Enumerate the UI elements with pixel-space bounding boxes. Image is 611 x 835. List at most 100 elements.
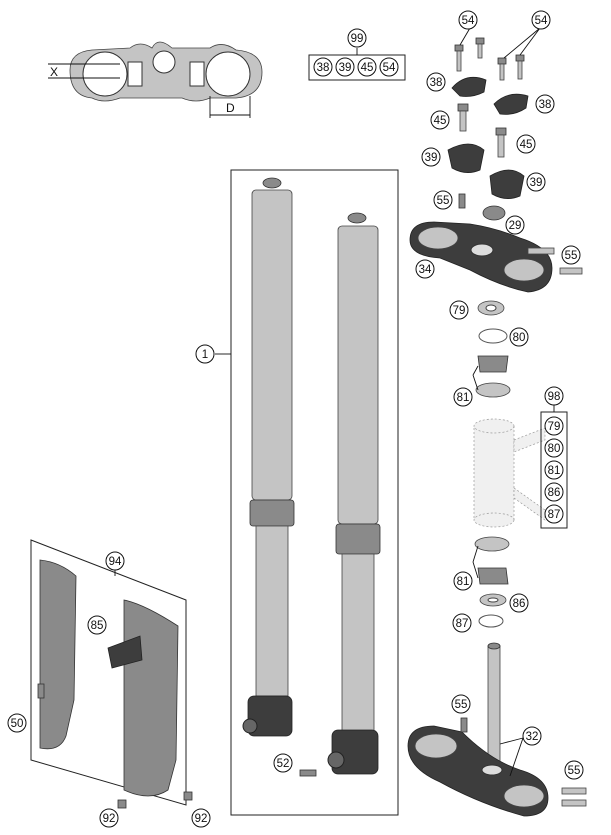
callout-94: 94 [105, 551, 125, 571]
frame-head-tube-ghost [473, 418, 546, 528]
bearing-81-lower [477, 567, 509, 585]
svg-text:50: 50 [11, 718, 24, 730]
bolt-54-b [475, 37, 485, 59]
svg-text:92: 92 [195, 813, 208, 825]
svg-text:1: 1 [202, 349, 208, 361]
svg-text:80: 80 [548, 443, 561, 455]
bearing-81-upper [477, 355, 509, 373]
fork-leg-left [242, 177, 295, 737]
callout-87-lower: 87 [452, 613, 472, 633]
callout-45-left: 45 [430, 110, 450, 130]
callout-50: 50 [7, 713, 27, 733]
svg-text:99: 99 [351, 33, 364, 45]
callout-81-lower: 81 [453, 571, 473, 591]
o-ring-80 [478, 328, 508, 344]
svg-text:45: 45 [520, 139, 533, 151]
lower-clamp-39-left [447, 143, 485, 173]
callout-81-kit: 81 [544, 460, 564, 480]
clamp-bore-left [82, 51, 128, 97]
callout-54-top-right: 54 [531, 10, 551, 30]
callout-85: 85 [87, 615, 107, 635]
svg-text:39: 39 [425, 152, 438, 164]
screw-55-lower-left [460, 717, 468, 733]
svg-text:87: 87 [456, 618, 469, 630]
svg-text:98: 98 [548, 391, 561, 403]
screw-92-left [117, 799, 127, 809]
screw-52 [299, 769, 317, 777]
kit-98-group: 98 79 80 81 86 87 [540, 386, 568, 529]
callout-54-top-left: 54 [458, 10, 478, 30]
screw-55-lower-a [561, 787, 587, 795]
svg-text:38: 38 [317, 62, 330, 74]
fork-frame [230, 169, 399, 816]
upper-clamp-38-left [451, 76, 487, 97]
callout-87-kit: 87 [544, 504, 564, 524]
svg-text:81: 81 [457, 392, 470, 404]
o-ring-87 [478, 614, 504, 628]
fork-leg-right [327, 212, 381, 775]
svg-text:45: 45 [361, 62, 374, 74]
svg-text:94: 94 [109, 556, 122, 568]
lower-triple-clamp-group: 32 55 55 [407, 642, 587, 817]
mount-bracket-85 [107, 635, 143, 669]
callout-92-right: 92 [191, 808, 211, 828]
clamp-bore-center [152, 50, 176, 74]
callout-80-upper: 80 [509, 327, 529, 347]
screw-55-upper [458, 193, 466, 209]
svg-text:52: 52 [277, 758, 290, 770]
lower-bearing-stack: 81 86 87 [452, 536, 529, 633]
svg-text:55: 55 [437, 195, 450, 207]
callout-34: 34 [415, 259, 435, 279]
callout-1: 1 [195, 344, 215, 364]
steering-stem [487, 645, 501, 771]
svg-text:85: 85 [91, 620, 104, 632]
callout-55-lower-right: 55 [564, 760, 584, 780]
callout-45-kit: 45 [357, 57, 377, 77]
bolt-45-right [495, 127, 507, 158]
svg-text:55: 55 [455, 699, 468, 711]
svg-text:92: 92 [103, 813, 116, 825]
callout-55-lower-left: 55 [451, 694, 471, 714]
callout-38-left: 38 [426, 72, 446, 92]
svg-text:38: 38 [539, 99, 552, 111]
screw-55-clamp-b [559, 267, 583, 275]
handlebar-clamp-parts: 54 54 38 38 45 45 39 39 [421, 10, 555, 199]
fork-protector-group: 94 85 50 92 92 [7, 539, 211, 828]
clamp-slot-left [127, 61, 143, 87]
svg-text:55: 55 [568, 765, 581, 777]
svg-text:29: 29 [509, 220, 522, 232]
svg-text:81: 81 [457, 576, 470, 588]
kit-99-group: 99 38 39 45 54 [308, 28, 406, 81]
upper-triple-clamp-group: 55 29 34 55 [409, 190, 583, 293]
callout-86-lower: 86 [509, 593, 529, 613]
callout-39-left: 39 [421, 147, 441, 167]
bolt-54-c [497, 57, 507, 81]
screw-55-lower-b [561, 799, 587, 807]
steering-nut-29 [482, 205, 506, 221]
svg-text:54: 54 [535, 15, 548, 27]
fork-assembly-group: 1 52 [195, 169, 399, 816]
bolt-54-a [454, 44, 464, 72]
fork-guard-right [123, 599, 179, 797]
callout-55-upper-left: 55 [433, 190, 453, 210]
svg-text:79: 79 [548, 421, 561, 433]
callout-79-upper: 79 [449, 300, 469, 320]
svg-text:55: 55 [565, 250, 578, 262]
lower-clamp-39-right [489, 169, 525, 199]
svg-text:45: 45 [434, 115, 447, 127]
callout-39-kit: 39 [335, 57, 355, 77]
callout-99: 99 [347, 28, 367, 48]
svg-text:86: 86 [513, 598, 526, 610]
callout-98: 98 [544, 386, 564, 406]
svg-text:87: 87 [548, 509, 561, 521]
callout-52: 52 [273, 753, 293, 773]
upper-clamp-38-right [493, 93, 529, 115]
svg-text:32: 32 [526, 731, 539, 743]
bolt-54-d [515, 54, 525, 80]
svg-text:38: 38 [430, 77, 443, 89]
callout-32: 32 [522, 726, 542, 746]
clamp-dimension-sketch: X D [48, 41, 263, 118]
callout-38-right: 38 [535, 94, 555, 114]
